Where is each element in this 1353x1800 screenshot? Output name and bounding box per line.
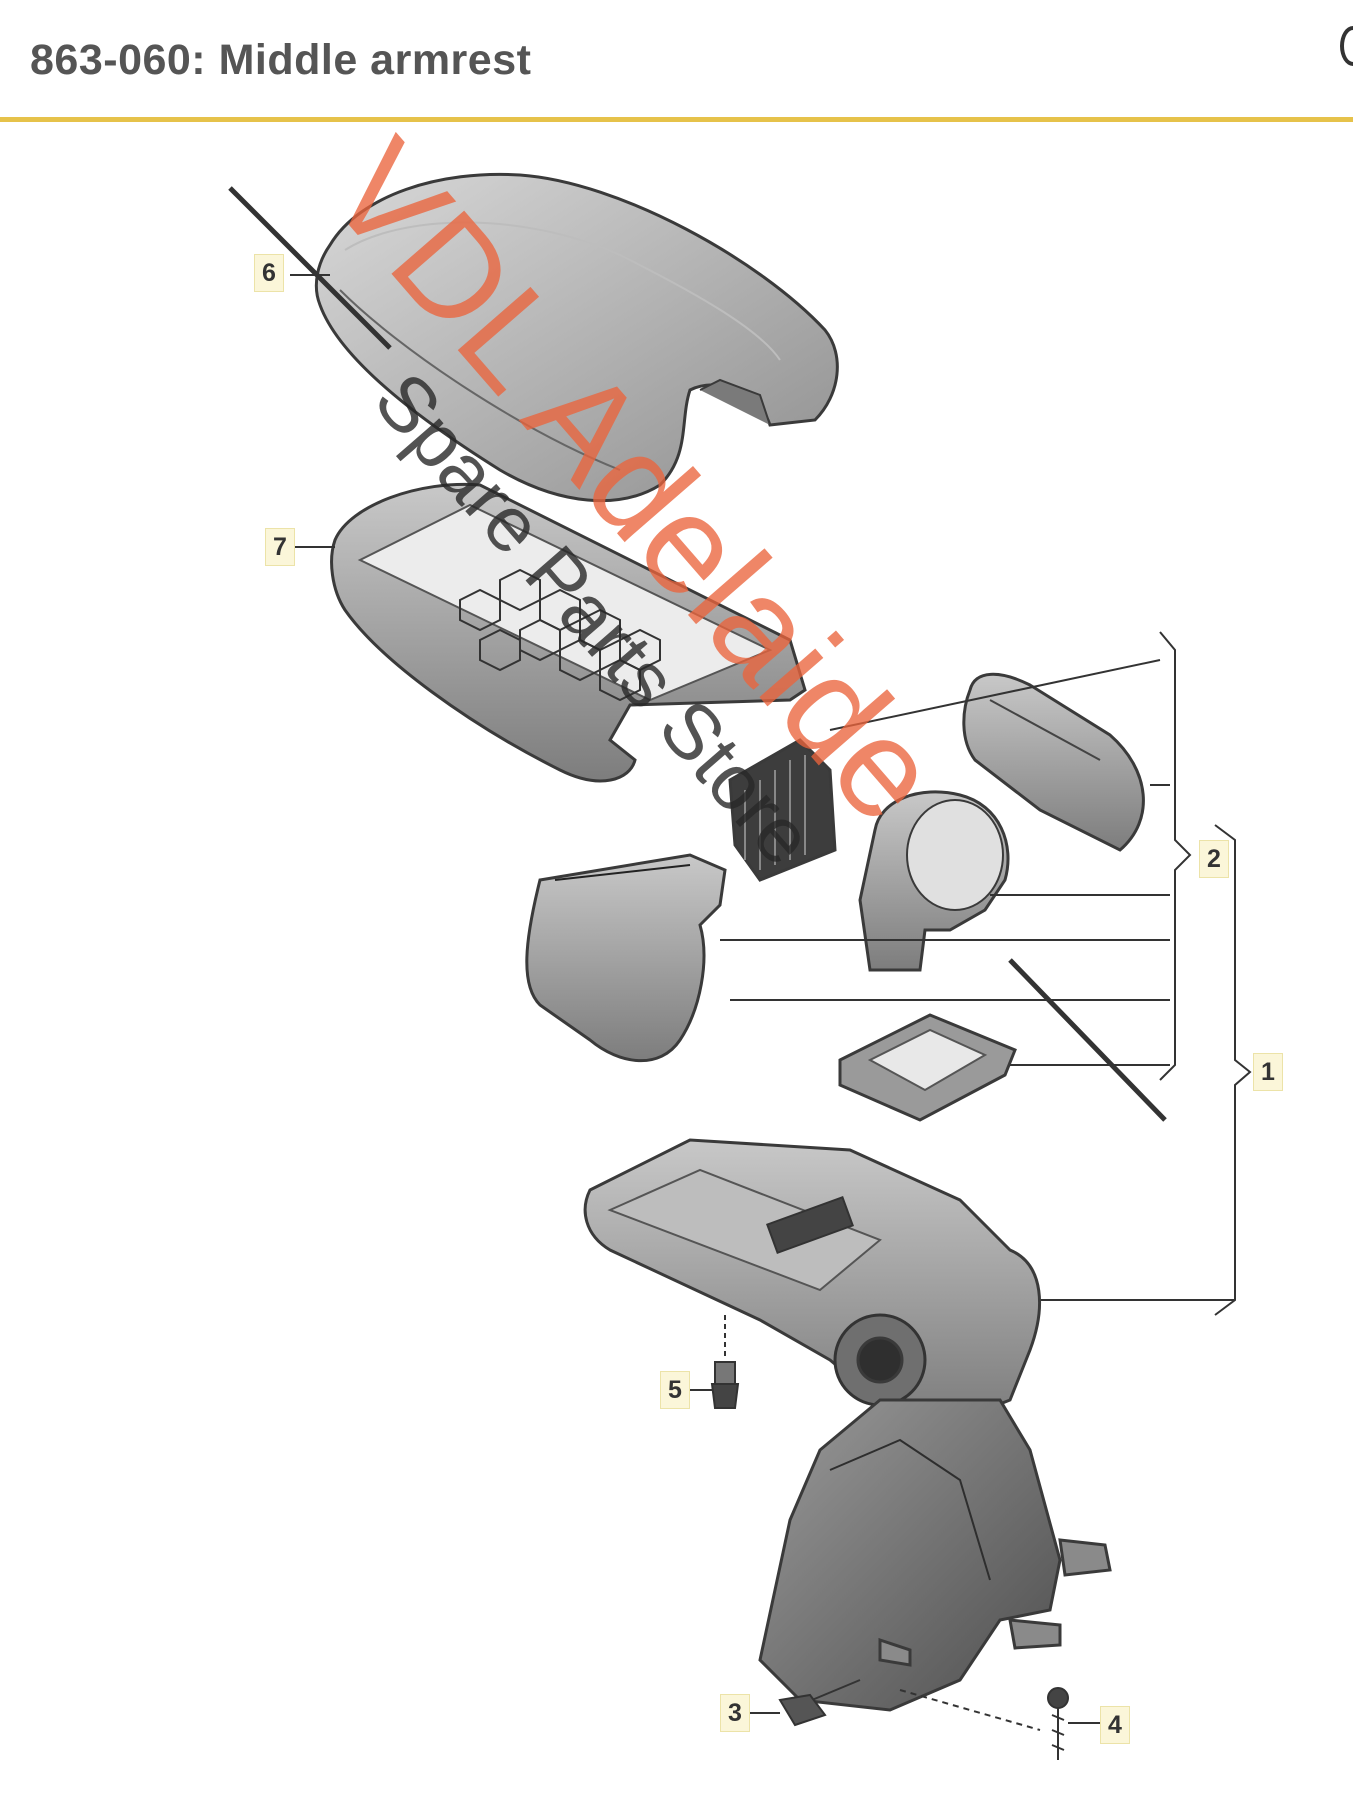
clip-3-part (750, 1679, 861, 1727)
partial-search-icon[interactable] (1340, 26, 1353, 66)
page-header: 863-060: Middle armrest (0, 0, 1353, 122)
strike-line-lower (1008, 958, 1167, 1122)
armrest-base-part (583, 1138, 1112, 1712)
callout-5[interactable]: 5 (660, 1371, 690, 1409)
strike-line-upper (228, 186, 392, 350)
bolt-4-part (899, 1687, 1100, 1760)
callout-7[interactable]: 7 (265, 528, 295, 566)
group-brackets (720, 631, 1252, 1316)
sleeve-part (858, 790, 1010, 972)
screw-5-part (690, 1315, 740, 1409)
header-divider (0, 117, 1353, 122)
page-title: 863-060: Middle armrest (30, 36, 532, 84)
side-panel-part (962, 672, 1145, 852)
callout-2[interactable]: 2 (1199, 840, 1229, 878)
armrest-lid-part (314, 172, 839, 503)
callout-1[interactable]: 1 (1253, 1053, 1283, 1091)
callout-6[interactable]: 6 (254, 254, 284, 292)
callout-3[interactable]: 3 (720, 1694, 750, 1732)
seal-frame-part (838, 1013, 1017, 1122)
callout-4[interactable]: 4 (1100, 1706, 1130, 1744)
hinge-cover-part (525, 853, 727, 1063)
storage-tray-part (330, 482, 807, 783)
hinge-spring-part (728, 738, 837, 882)
